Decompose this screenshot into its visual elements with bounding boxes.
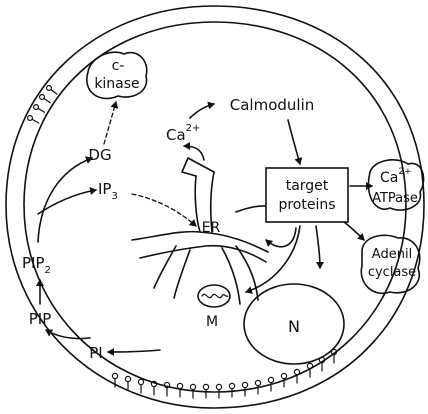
atpase-label: ATPase <box>372 191 418 206</box>
pi-label: PI <box>89 344 102 362</box>
calmodulin-to-target-arrow <box>288 120 300 164</box>
c-kinase-label-1: c- <box>112 58 125 74</box>
target-to-er-arrow <box>266 228 296 247</box>
target-to-adenil-cyclase-arrow <box>344 222 364 240</box>
target-to-nucleus-arrow <box>316 226 320 268</box>
target-proteins-label-2: proteins <box>278 197 335 213</box>
er-to-ca-arrow <box>184 146 204 160</box>
calmodulin-label: Calmodulin <box>230 96 315 114</box>
ca-atpase-label: Ca2+ <box>380 167 412 186</box>
mitochondrion <box>198 285 230 307</box>
dg-label: DG <box>88 146 111 164</box>
ca-to-calmodulin-arrow <box>190 104 214 118</box>
target-proteins-box <box>266 168 348 222</box>
target-proteins-label-1: target <box>286 178 329 194</box>
membrane-to-pi-arrow <box>108 350 160 352</box>
adenil-cyclase-label-1: Adenil <box>372 247 412 262</box>
ip3-label: IP3 <box>98 180 118 202</box>
dg-to-c-kinase-arrow <box>104 102 116 144</box>
pip-label: PIP <box>29 310 52 328</box>
adenil-cyclase-label-2: cyclase <box>368 265 416 280</box>
c-kinase-label-2: kinase <box>94 76 139 92</box>
mitochondrion-label: M <box>206 314 218 330</box>
ip3-to-er-arrow <box>132 194 196 226</box>
nucleus-label: N <box>288 317 300 336</box>
er-label: ER <box>202 220 221 236</box>
cell-membrane-outer <box>6 6 424 408</box>
ca-label: Ca2+ <box>166 123 200 144</box>
